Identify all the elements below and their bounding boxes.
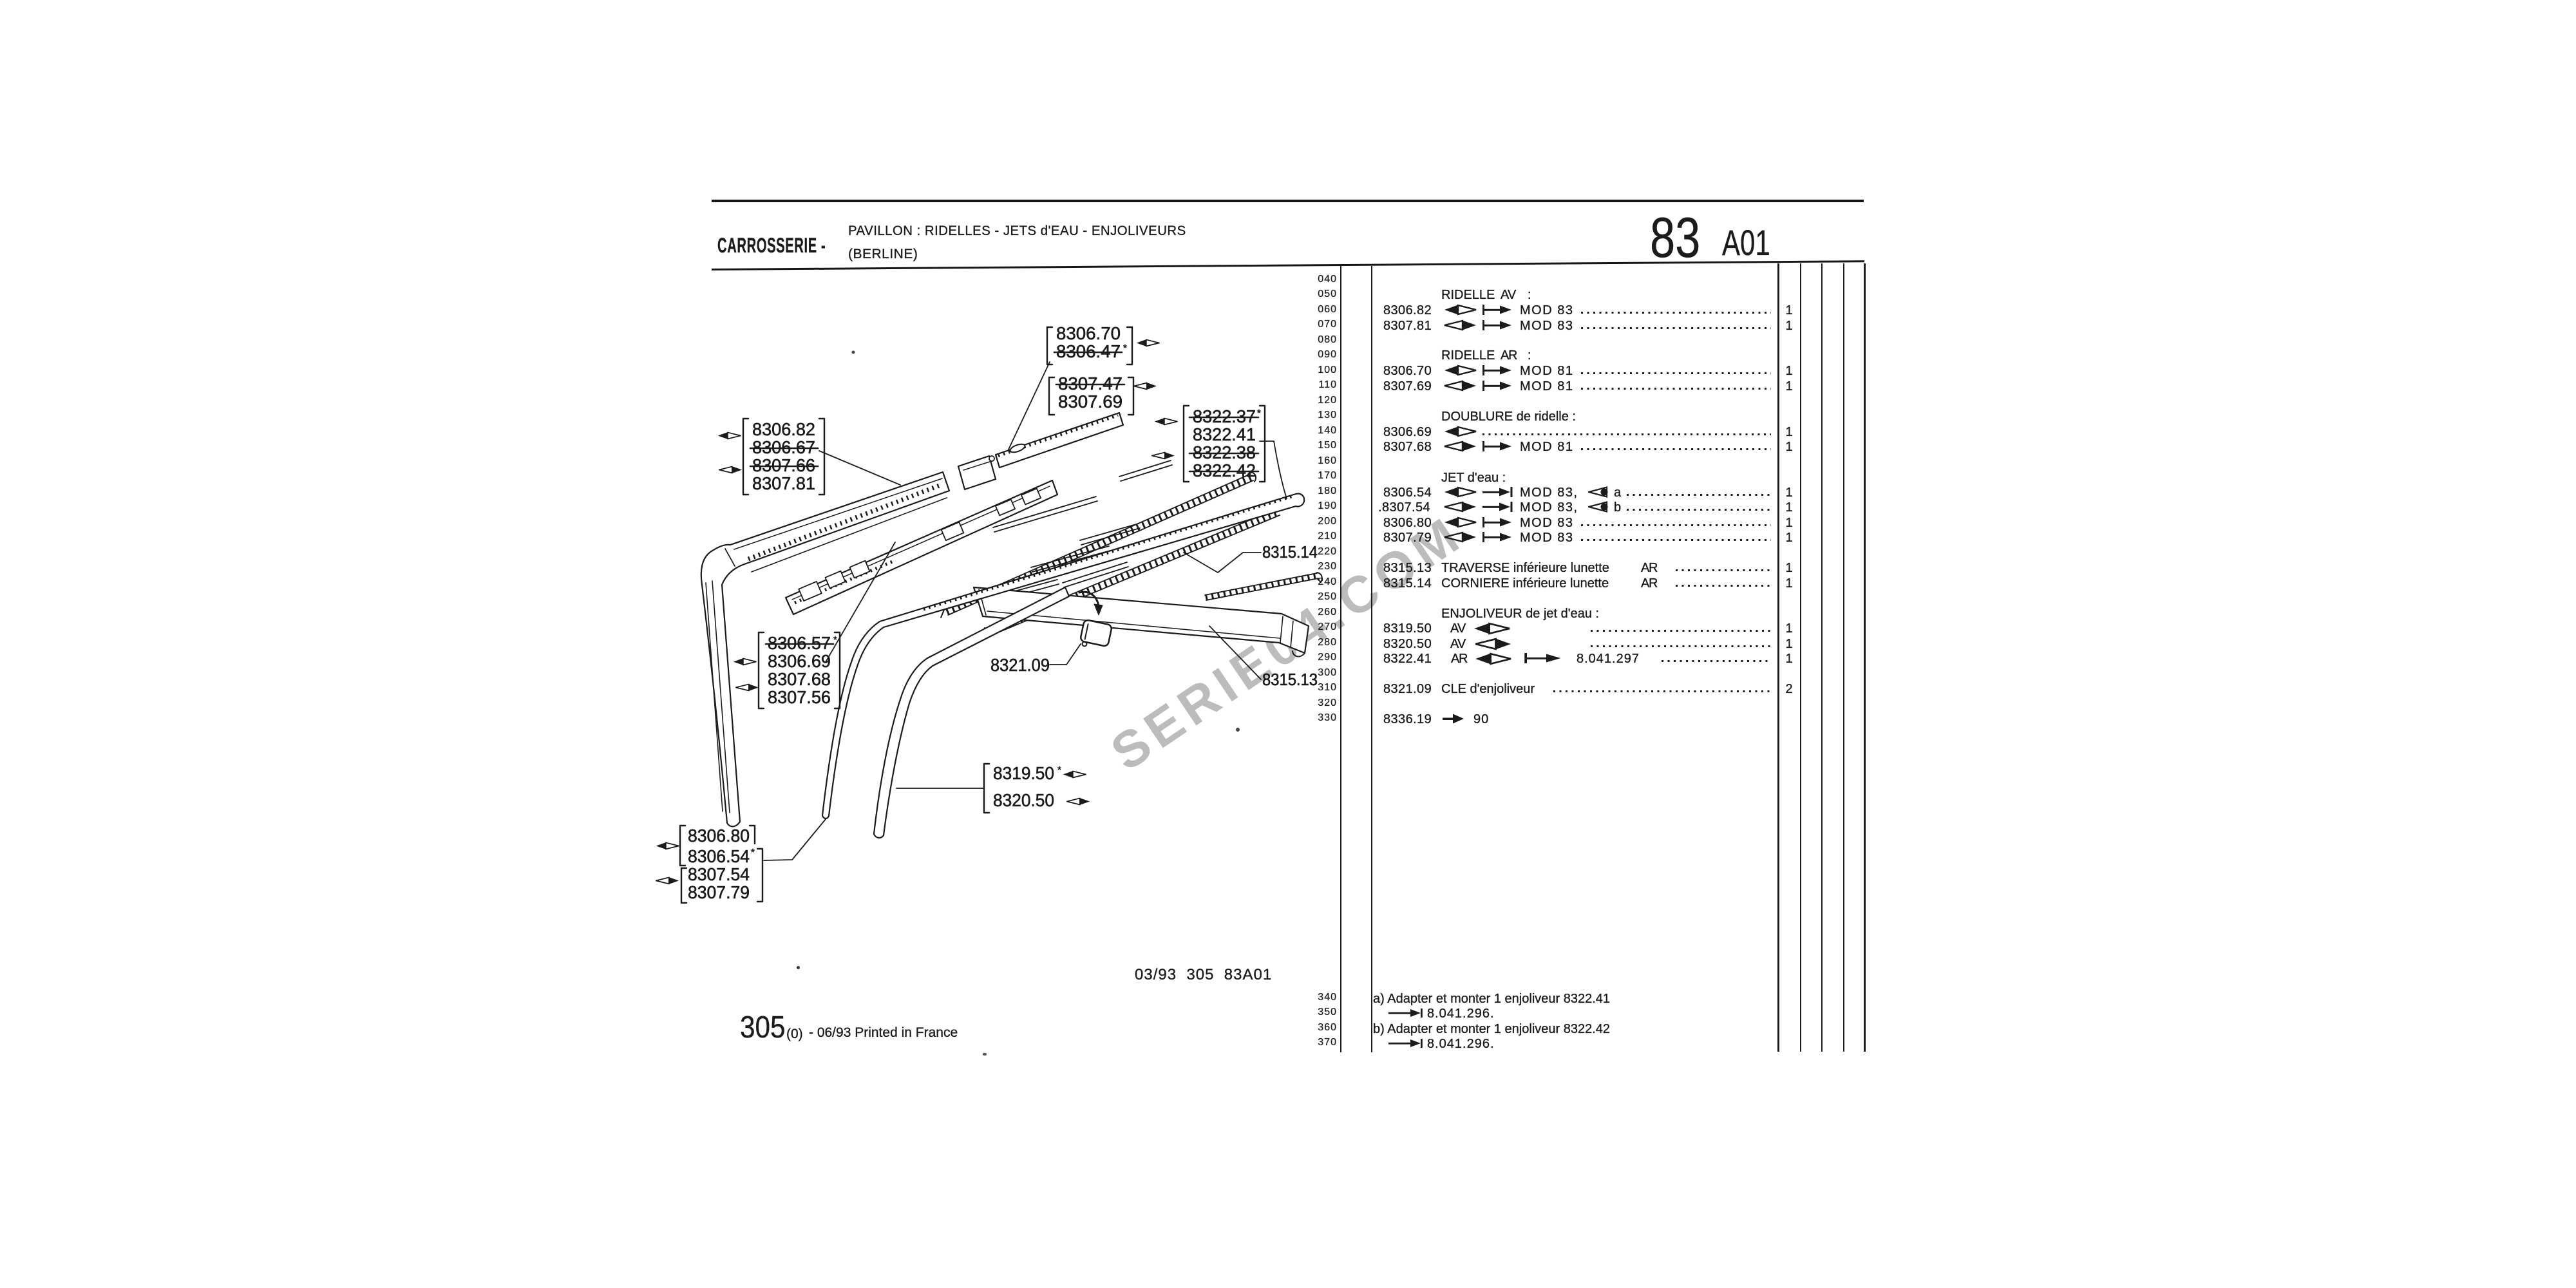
svg-text:8307.68: 8307.68 [768, 669, 831, 689]
svg-text:8306.57: 8306.57 [768, 633, 831, 653]
svg-text:*: * [1257, 408, 1261, 419]
svg-text:8307.66: 8307.66 [752, 455, 815, 475]
svg-text:8319.50: 8319.50 [993, 763, 1054, 783]
svg-text:8307.54: 8307.54 [688, 864, 750, 884]
svg-text:8306.67: 8306.67 [752, 437, 815, 457]
svg-text:8322.37: 8322.37 [1193, 406, 1256, 426]
svg-text:8307.69: 8307.69 [1058, 392, 1122, 412]
svg-text:8306.47: 8306.47 [1056, 341, 1121, 361]
svg-text:*: * [1057, 764, 1061, 775]
svg-text:8306.70: 8306.70 [1056, 323, 1121, 343]
svg-text:8315.13: 8315.13 [1262, 670, 1318, 689]
svg-text:8306.54: 8306.54 [688, 846, 750, 866]
svg-text:*: * [1123, 343, 1127, 354]
svg-text:8320.50: 8320.50 [993, 790, 1054, 810]
svg-text:8321.09: 8321.09 [990, 655, 1050, 675]
svg-text:8307.81: 8307.81 [752, 473, 815, 493]
svg-text:8322.38: 8322.38 [1193, 442, 1256, 462]
svg-text:8322.41: 8322.41 [1193, 424, 1256, 444]
svg-text:8322.42: 8322.42 [1193, 460, 1256, 480]
svg-text:8315.14: 8315.14 [1262, 542, 1318, 562]
svg-text:8306.69: 8306.69 [768, 651, 831, 671]
svg-text:8306.82: 8306.82 [752, 419, 815, 439]
svg-text:*: * [751, 847, 755, 858]
svg-text:8307.56: 8307.56 [768, 687, 831, 707]
svg-text:8307.47: 8307.47 [1058, 374, 1122, 393]
svg-text:8307.79: 8307.79 [688, 882, 750, 902]
svg-text:*: * [833, 634, 837, 645]
svg-text:8306.80: 8306.80 [688, 826, 750, 846]
